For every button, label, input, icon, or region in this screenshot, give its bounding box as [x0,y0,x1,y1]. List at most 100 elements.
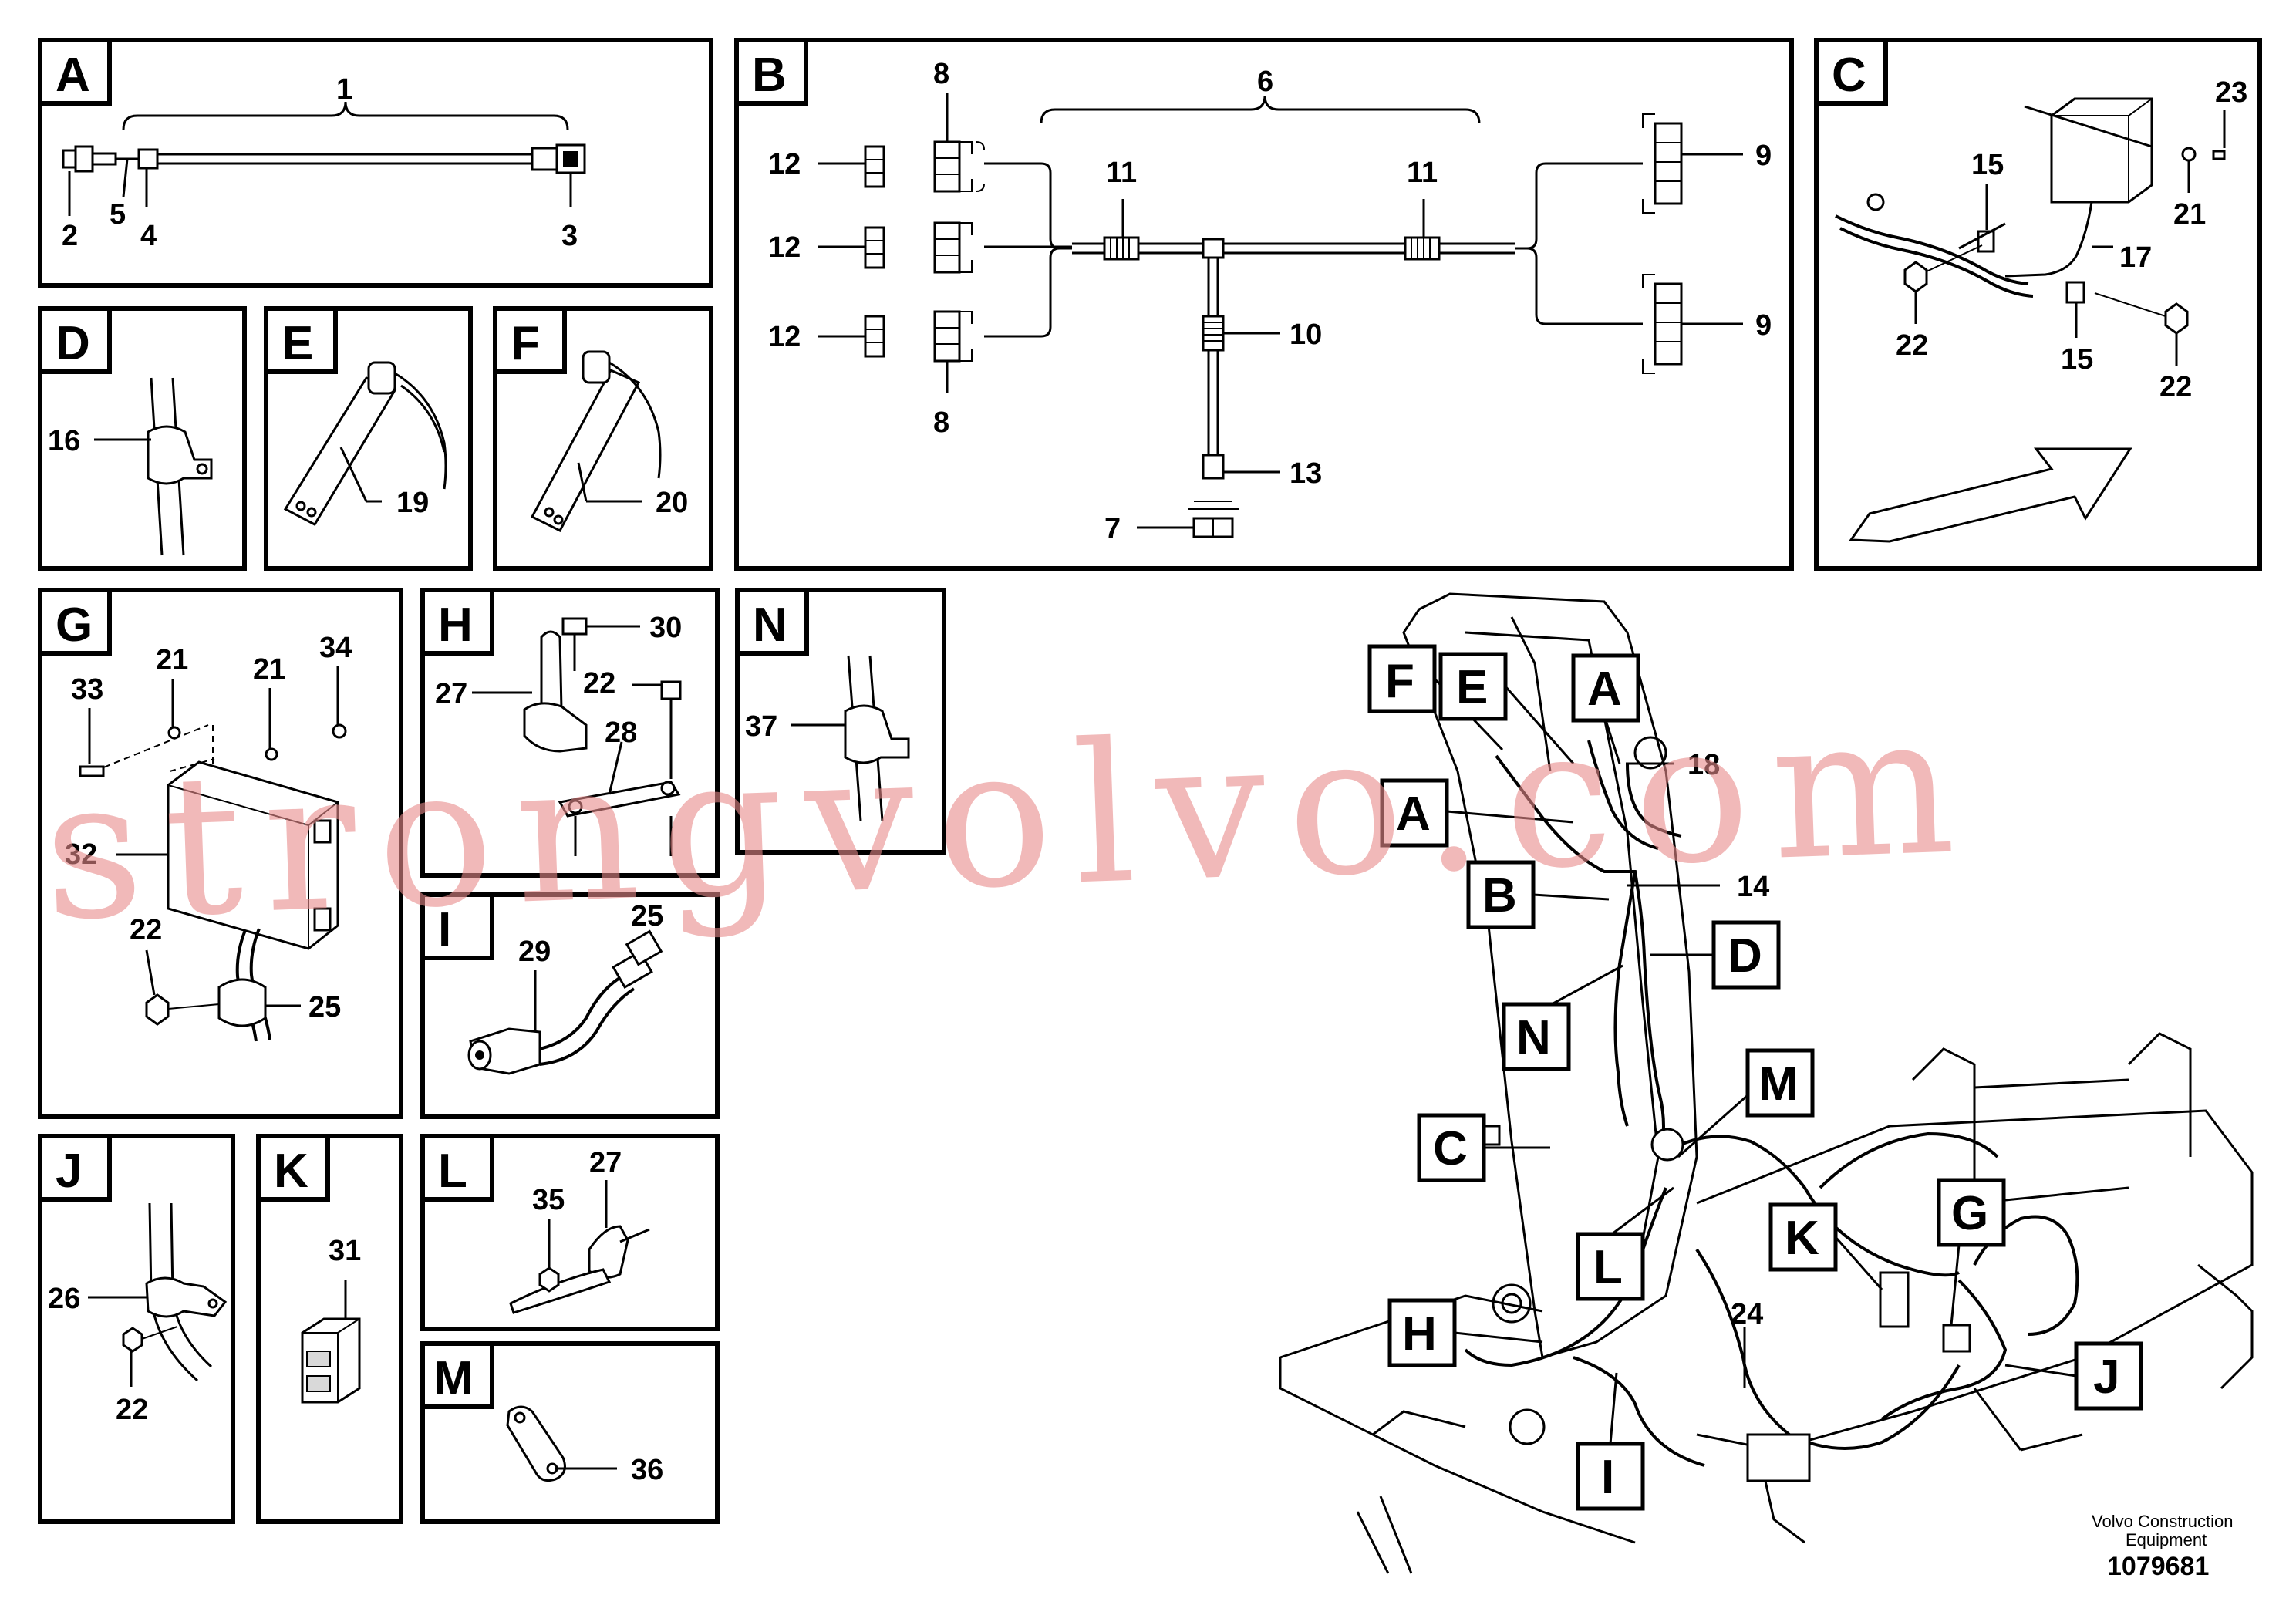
overview-tag-b: B [1466,860,1610,929]
panel-g-label: G [56,599,93,652]
panel-j: J 26 22 [38,1134,235,1524]
panel-k-label: K [274,1145,308,1198]
callout-23: 23 [2215,76,2247,109]
callout-20: 20 [656,487,688,519]
overview-tag-d: D [1650,920,1781,990]
callout-25: 25 [308,991,341,1023]
callout-31: 31 [329,1235,361,1267]
callout-34: 34 [319,632,352,664]
panel-n: N 37 [735,588,946,855]
svg-text:A: A [1396,787,1431,841]
panel-m: M 36 [420,1341,720,1524]
panel-j-label: J [56,1145,82,1198]
footer-company-line2: Equipment [2126,1530,2207,1549]
callout-26: 26 [48,1283,80,1315]
panel-i-label-box [420,892,494,960]
overview-tag-a: A [1380,778,1574,848]
panel-d: D 16 [38,306,247,571]
panel-f-label: F [511,317,540,370]
callout-36: 36 [631,1454,663,1486]
callout-15-b: 15 [2061,343,2093,376]
callout-8-b: 8 [933,406,949,439]
svg-text:M: M [1758,1057,1799,1111]
callout-12-c: 12 [768,321,801,353]
callout-1: 1 [336,73,352,106]
panel-f-label-box [493,306,567,374]
bracket-36-shape [506,1405,566,1482]
panel-l-label: L [438,1145,467,1198]
overview-tag-l: L [1576,1186,1674,1301]
svg-text:L: L [1593,1241,1623,1294]
callout-25: 25 [631,900,663,932]
callout-3: 3 [561,220,578,252]
panel-e-label-box [264,306,338,374]
bracket-20-shape [530,369,641,532]
svg-text:F: F [1385,655,1414,708]
callout-22: 22 [116,1394,148,1426]
callout-21-b: 21 [253,653,285,686]
svg-text:G: G [1951,1187,1988,1240]
panel-h-label-box [420,588,494,656]
clamp-37-shape [844,704,910,764]
panel-a-label-box [38,38,112,106]
control-unit-assembly [1835,97,2226,335]
overview-tag-c: C [1417,1113,1550,1182]
callout-21-a: 21 [156,644,188,676]
panel-l: L 35 27 [420,1134,720,1331]
svg-text:K: K [1785,1212,1819,1265]
callout-12-b: 12 [768,231,801,264]
control-unit-32 [145,760,339,1042]
callout-32: 32 [65,838,97,871]
svg-text:E: E [1456,661,1488,714]
svg-text:N: N [1516,1011,1551,1064]
callout-17: 17 [2119,241,2152,274]
clamp-26-shape [145,1276,228,1318]
callout-9-a: 9 [1755,140,1772,172]
panel-m-label: M [433,1352,474,1405]
callout-22: 22 [583,667,615,700]
panel-f: F 20 [493,306,713,571]
overview-tag-i: I [1576,1372,1645,1511]
svg-text:A: A [1587,663,1622,716]
panel-b: B 6 12 12 12 [734,38,1794,571]
svg-text:D: D [1728,929,1762,983]
panel-d-label-box [38,306,112,374]
callout-9-b: 9 [1755,309,1772,342]
overview-tag-e: E [1438,652,1575,764]
overview-tag-a-top: A [1571,653,1640,764]
clamp-bracket-h [523,617,682,856]
svg-text:H: H [1402,1307,1437,1361]
fuse-31 [301,1317,361,1404]
panel-n-label: N [753,599,787,652]
overview-callout-24: 24 [1731,1298,1763,1330]
callout-19: 19 [396,487,429,519]
panel-k: K 31 [256,1134,403,1524]
harness-right-connectors [1642,113,1683,374]
callout-21: 21 [2173,198,2206,231]
overview-callout-14: 14 [1737,871,1769,903]
svg-text:I: I [1601,1451,1614,1504]
panel-g: G 33 21 21 34 32 22 25 [38,588,403,1119]
callout-4: 4 [140,220,157,252]
overview-tag-m: M [1677,1048,1815,1158]
callout-16: 16 [48,425,80,457]
excavator-overview [1279,592,2254,1574]
panel-c-label: C [1832,49,1866,102]
sensor-29 [467,929,663,1075]
panel-l-label-box [420,1134,494,1202]
panel-a-brace [122,101,569,130]
forward-direction-arrow [1849,447,2132,543]
svg-text:B: B [1482,869,1517,922]
callout-37: 37 [745,710,777,743]
panel-g-label-box [38,588,112,656]
callout-30: 30 [649,612,682,644]
overview-tag-h: H [1387,1298,1543,1367]
svg-text:C: C [1433,1122,1468,1175]
callout-28: 28 [605,717,637,749]
panel-e-label: E [282,317,313,370]
panel-m-label-box [420,1341,494,1409]
panel-h-label: H [438,599,473,652]
callout-8-a: 8 [933,58,949,90]
callout-15-a: 15 [1971,149,2004,181]
